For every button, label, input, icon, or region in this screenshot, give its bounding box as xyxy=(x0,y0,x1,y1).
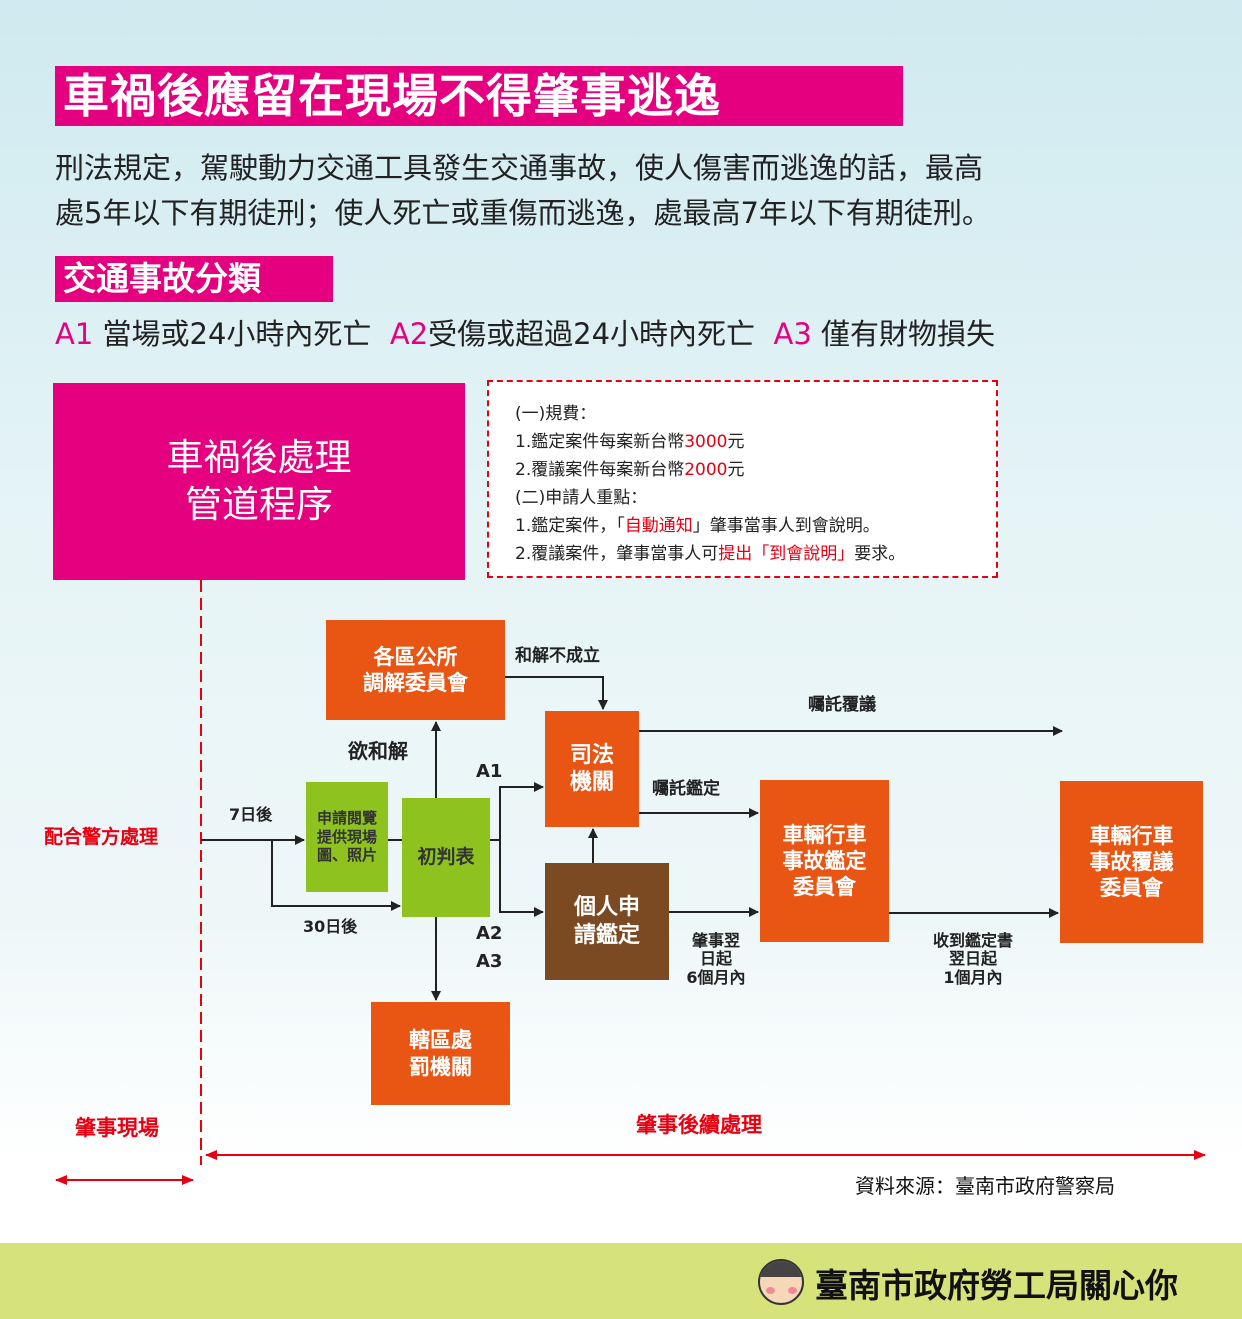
apply-view-box: 申請閱覽 提供現場 圖、照片 xyxy=(306,782,388,892)
fee-line: 1.鑑定案件每案新台幣3000元 xyxy=(515,432,745,452)
label-entrust-review: 囑託覆議 xyxy=(808,695,876,715)
label-within-1-month: 收到鑑定書 翌日起 1個月內 xyxy=(932,931,1013,987)
scene-label: 肇事現場 xyxy=(75,1116,159,1140)
label-after-30-days: 30日後 xyxy=(303,917,358,936)
class-code: A2 xyxy=(389,317,429,351)
procedure-box: 車禍後處理 管道程序 xyxy=(53,383,465,580)
class-code: A1 xyxy=(55,317,94,351)
class-desc: 僅有財物損失 xyxy=(821,317,996,351)
footer-band: 臺南市政府勞工局關心你 xyxy=(0,1243,1242,1319)
applicant-heading: (二)申請人重點： xyxy=(515,488,648,508)
initial-report-box: 初判表 xyxy=(402,798,490,917)
applicant-point: 1.鑑定案件，「自動通知」肇事當事人到會說明。 xyxy=(515,516,880,536)
law-text: 刑法規定，駕駛動力交通工具發生交通事故，使人傷害而逃逸的話，最高 處5年以下有期… xyxy=(55,146,991,236)
classification-list: A1 當場或24小時內死亡 A2受傷或超過24小時內死亡 A3 僅有財物損失 xyxy=(55,314,995,354)
page-title: 車禍後應留在現場不得肇事逃逸 xyxy=(55,66,903,126)
label-a3: A3 xyxy=(476,951,503,972)
label-entrust-appraisal: 囑託鑑定 xyxy=(652,779,720,799)
judicial-agency-box: 司法 機關 xyxy=(545,711,639,827)
appraisal-committee-box: 車輛行車 事故鑑定 委員會 xyxy=(760,780,889,942)
law-text-line: 刑法規定，駕駛動力交通工具發生交通事故，使人傷害而逃逸的話，最高 xyxy=(55,151,984,185)
label-after-7-days: 7日後 xyxy=(229,805,273,824)
mascot-icon xyxy=(758,1259,804,1305)
class-desc: 當場或24小時內死亡 xyxy=(102,317,372,351)
label-want-mediation: 欲和解 xyxy=(348,739,408,763)
label-cooperate-police: 配合警方處理 xyxy=(44,826,159,848)
review-committee-box: 車輛行車 事故覆議 委員會 xyxy=(1060,781,1203,943)
notes-box: (一)規費： 1.鑑定案件每案新台幣3000元 2.覆議案件每案新台幣2000元… xyxy=(487,380,998,578)
source-text: 資料來源：臺南市政府警察局 xyxy=(855,1174,1115,1198)
label-mediation-failed: 和解不成立 xyxy=(515,646,600,666)
classification-heading: 交通事故分類 xyxy=(55,256,333,302)
label-within-6-months: 肇事翌 日起 6個月內 xyxy=(686,931,746,987)
applicant-point: 2.覆議案件，肇事當事人可提出「到會說明」要求。 xyxy=(515,544,906,564)
label-a1: A1 xyxy=(476,761,503,782)
personal-apply-box: 個人申 請鑑定 xyxy=(545,863,669,980)
mediation-committee-box: 各區公所 調解委員會 xyxy=(326,620,505,720)
footer-text: 臺南市政府勞工局關心你 xyxy=(815,1266,1178,1305)
label-a2: A2 xyxy=(476,923,503,944)
fee-line: 2.覆議案件每案新台幣2000元 xyxy=(515,460,745,480)
penalty-agency-box: 轄區處 罰機關 xyxy=(371,1002,510,1105)
law-text-line: 處5年以下有期徒刑；使人死亡或重傷而逃逸，處最高7年以下有期徒刑。 xyxy=(55,196,991,230)
fee-heading: (一)規費： xyxy=(515,404,597,424)
followup-label: 肇事後續處理 xyxy=(636,1113,762,1137)
class-code: A3 xyxy=(773,317,812,351)
class-desc: 受傷或超過24小時內死亡 xyxy=(428,317,756,351)
